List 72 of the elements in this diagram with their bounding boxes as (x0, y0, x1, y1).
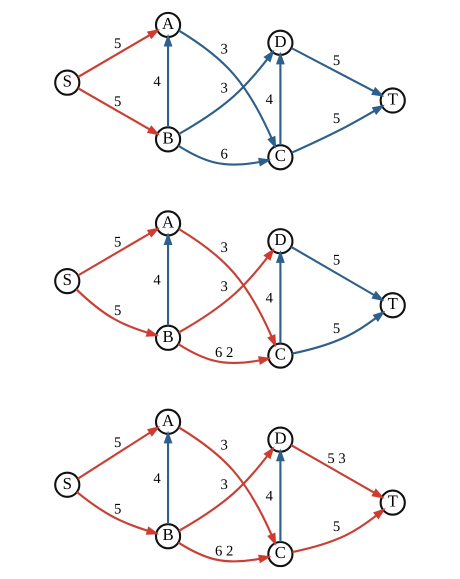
edge-label: 4 (266, 290, 274, 306)
edge-label: 4 (266, 488, 274, 505)
edge-label: 5 (114, 94, 122, 110)
edge-label: 5 (332, 53, 340, 70)
edge-label: 5 (332, 252, 340, 269)
edge-label: 5 (114, 36, 122, 52)
arrow (178, 542, 272, 564)
edge-label: 3 (220, 240, 228, 256)
arrow (292, 310, 386, 355)
node-circle: A (154, 408, 182, 435)
node-circle: T (380, 87, 406, 114)
edge-label: 4 (266, 92, 274, 108)
arrow (164, 232, 172, 326)
arrow (292, 508, 386, 554)
node-circle: A (154, 210, 182, 236)
edge-label: 5 (114, 234, 122, 251)
edge-label: 5 (332, 320, 340, 337)
edge-label: 6 (220, 146, 228, 162)
arrow (178, 426, 276, 546)
arrow (178, 50, 275, 135)
edge-label: 4 (153, 470, 161, 487)
node-circle: D (267, 30, 294, 56)
edge-label: 4 (153, 272, 161, 288)
arrow (276, 448, 285, 542)
arrow (290, 444, 385, 499)
edge-label: 6 2 (215, 344, 234, 361)
arrow (76, 288, 160, 337)
edge-label: 5 (114, 435, 122, 452)
edge-label: 6 2 (215, 543, 234, 560)
arrow (164, 430, 172, 524)
node-circle: C (267, 144, 294, 170)
arrow (291, 47, 384, 97)
node-circle: S (54, 472, 80, 498)
edge-label: 5 (114, 302, 122, 319)
node-circle: S (54, 70, 80, 96)
node-circle: B (154, 324, 182, 351)
node-circle: D (267, 228, 294, 254)
node-circle: B (154, 126, 182, 152)
arrow (276, 250, 285, 344)
arrow (178, 228, 276, 348)
edge-label: 3 (220, 80, 228, 96)
arrow (290, 246, 384, 302)
node-circle: T (380, 490, 406, 516)
arrow (178, 248, 275, 334)
arrow (178, 446, 275, 532)
node-circle: D (267, 426, 294, 453)
arrow (178, 343, 272, 365)
edge-label: 3 (220, 278, 228, 295)
arrow (178, 144, 272, 166)
arrow (76, 491, 160, 535)
edge-label: 3 (220, 477, 228, 494)
edge-label: 5 (332, 519, 340, 536)
arrow (78, 227, 160, 276)
node-circle: S (54, 268, 80, 294)
arrow (78, 29, 160, 78)
node-circle: B (154, 523, 182, 550)
node-circle: A (154, 12, 182, 38)
arrow (178, 30, 276, 150)
edge-label: 3 (220, 437, 228, 454)
arrow (77, 426, 160, 480)
arrow (276, 52, 285, 145)
arrow (78, 87, 160, 136)
edge-label: 3 (220, 41, 228, 58)
arrow (291, 104, 385, 154)
arrow (164, 34, 172, 128)
edge-label: 4 (153, 74, 161, 90)
edge-label: 5 (114, 501, 122, 518)
node-circle: T (380, 292, 406, 318)
edge-label: 5 (332, 110, 340, 127)
edge-label: 5 3 (327, 450, 346, 467)
node-circle: C (267, 342, 294, 369)
node-circle: C (267, 540, 294, 568)
